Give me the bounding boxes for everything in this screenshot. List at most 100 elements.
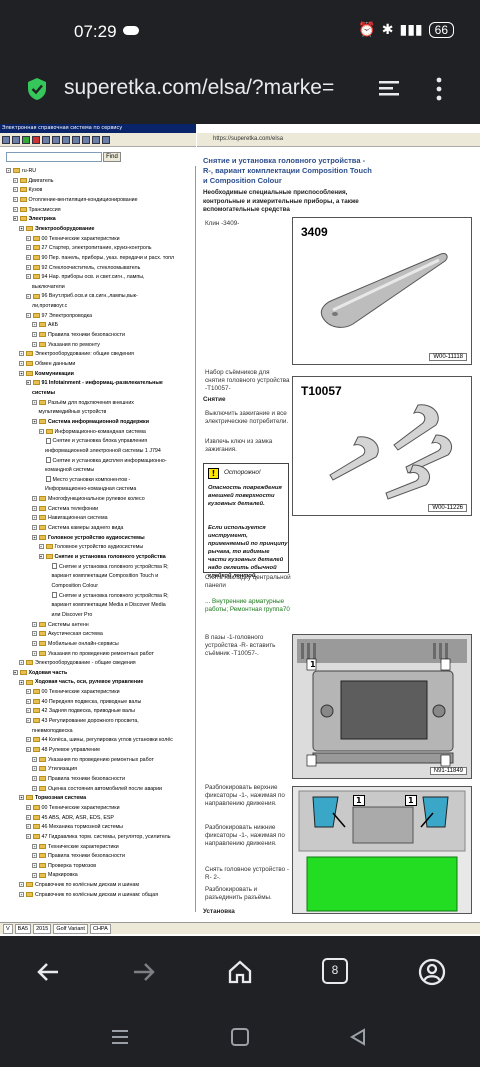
tree-item[interactable]: +Утилизация	[32, 764, 77, 774]
tree-item[interactable]: +Правила техники безопасности	[32, 851, 125, 861]
expand-toggle-icon[interactable]: +	[19, 351, 24, 357]
tree-item[interactable]: вариант комплектации Media и Discover Me…	[52, 600, 166, 610]
tree-item[interactable]: +Указания по проведению ремонтных работ	[32, 649, 154, 659]
tree-item[interactable]: +АКБ	[32, 320, 58, 330]
reader-mode-icon[interactable]	[377, 79, 401, 99]
tree-item[interactable]: +Навигационная система	[32, 513, 108, 523]
expand-toggle-icon[interactable]: +	[25, 708, 31, 714]
expand-toggle-icon[interactable]: +	[32, 418, 37, 424]
tree-item[interactable]: +Ходовая часть	[12, 668, 67, 678]
tree-item[interactable]: мультимедийных устройств	[39, 407, 107, 417]
tree-item[interactable]: +Справочник по колёсным дискам и шинам: …	[19, 890, 158, 900]
tree-item[interactable]: Снятие и установка головного устройства …	[45, 591, 169, 601]
expand-toggle-icon[interactable]: +	[32, 399, 37, 405]
expand-toggle-icon[interactable]: +	[38, 544, 44, 550]
back-triangle-icon[interactable]	[348, 1028, 368, 1046]
toolbar-home-icon[interactable]	[2, 135, 10, 144]
tree-item[interactable]: Снятие и установка головного устройства …	[45, 562, 169, 572]
tree-item[interactable]: +00 Технические характеристики	[25, 687, 120, 697]
tree-item[interactable]: +Указания по ремонту	[32, 340, 100, 350]
toolbar-prev-icon[interactable]	[52, 135, 60, 144]
toolbar-refresh-icon[interactable]	[22, 135, 30, 144]
expand-toggle-icon[interactable]: +	[25, 274, 31, 280]
tree-item[interactable]: +90 Пер. панель, приборы, указ. передачи…	[25, 253, 174, 263]
expand-toggle-icon[interactable]: +	[32, 322, 37, 328]
forward-arrow-icon[interactable]	[130, 958, 158, 986]
expand-toggle-icon[interactable]: +	[25, 833, 31, 839]
expand-toggle-icon[interactable]: +	[25, 747, 31, 753]
tree-item[interactable]: +Головное устройство аудиосистемы	[32, 533, 145, 543]
tree-item[interactable]: Информационно-командная система	[45, 484, 136, 494]
tree-item[interactable]: +Обмен данными	[19, 359, 75, 369]
tree-item[interactable]: +94 Нар. приборы осв. и свет.сигн., ламп…	[25, 272, 144, 282]
tree-item[interactable]: информационной электронной системы 1 J79…	[45, 446, 161, 456]
expand-toggle-icon[interactable]: +	[32, 650, 37, 656]
toolbar-next-icon[interactable]	[62, 135, 70, 144]
tree-item[interactable]: +Технические характеристики	[32, 842, 119, 852]
tree-item[interactable]: +00 Технические характеристики	[25, 234, 120, 244]
account-icon[interactable]	[418, 958, 446, 986]
find-button[interactable]: Find	[103, 152, 121, 162]
expand-toggle-icon[interactable]: +	[32, 496, 37, 502]
tree-item[interactable]: +Маркировка	[32, 870, 78, 880]
expand-toggle-icon[interactable]: +	[32, 505, 37, 511]
expand-toggle-icon[interactable]: +	[12, 187, 18, 193]
tree-item[interactable]: +Система телефонии	[32, 504, 98, 514]
expand-toggle-icon[interactable]: +	[25, 380, 31, 386]
tree-item[interactable]: +Правила техники безопасности	[32, 330, 125, 340]
shield-check-icon[interactable]	[26, 77, 48, 101]
toolbar-first-icon[interactable]	[42, 135, 50, 144]
recents-icon[interactable]	[110, 1028, 130, 1046]
tree-item[interactable]: +Проверка тормозов	[32, 861, 96, 871]
expand-toggle-icon[interactable]: +	[19, 891, 24, 897]
home-button-icon[interactable]	[230, 1028, 250, 1046]
tree-item[interactable]: Место установки компонентов -	[39, 475, 130, 485]
expand-toggle-icon[interactable]: +	[32, 621, 37, 627]
expand-toggle-icon[interactable]: +	[12, 216, 18, 222]
expand-toggle-icon[interactable]: +	[19, 795, 24, 801]
tree-item[interactable]: +Трансмиссия	[12, 205, 61, 215]
tree-item[interactable]: +Указания по проведению ремонтных работ	[32, 755, 154, 765]
tree-item[interactable]: +Электрика	[12, 214, 56, 224]
expand-toggle-icon[interactable]: +	[38, 554, 44, 560]
tree-item[interactable]: +Многофункциональное рулевое колесо	[32, 494, 145, 504]
address-bar[interactable]: superetka.com/elsa/?marke=	[64, 76, 335, 99]
tree-item[interactable]: Снятие и установка блока управления	[39, 436, 147, 446]
expand-toggle-icon[interactable]: +	[25, 293, 31, 299]
toolbar-settings-icon[interactable]	[102, 135, 110, 144]
expand-toggle-icon[interactable]: +	[25, 312, 31, 318]
expand-toggle-icon[interactable]: +	[6, 168, 11, 174]
expand-toggle-icon[interactable]: +	[25, 254, 31, 260]
tree-item[interactable]: +46 Механика тормозной системы	[25, 822, 123, 832]
expand-toggle-icon[interactable]: +	[32, 776, 37, 782]
expand-toggle-icon[interactable]: +	[32, 515, 37, 521]
toolbar-last-icon[interactable]	[72, 135, 80, 144]
tree-item[interactable]: +Электрооборудование: общие сведения	[19, 349, 134, 359]
expand-toggle-icon[interactable]: +	[25, 689, 31, 695]
toolbar-book-icon[interactable]	[92, 135, 100, 144]
tree-item[interactable]: +Электрооборудование	[19, 224, 94, 234]
tree-item[interactable]: +43 Регулирование дорожного просвета,	[25, 716, 139, 726]
expand-toggle-icon[interactable]: +	[25, 814, 31, 820]
tree-item[interactable]: +Информационно-командная система	[38, 427, 146, 437]
tree-item[interactable]: +Акустическая система	[32, 629, 103, 639]
tree-item[interactable]: системы	[32, 388, 55, 398]
tree-item[interactable]: Снятие и установка дисплея информационно…	[39, 456, 167, 466]
toolbar-search-icon[interactable]	[82, 135, 90, 144]
tree-item[interactable]: +48 Рулевое управление	[25, 745, 100, 755]
expand-toggle-icon[interactable]: +	[19, 361, 24, 367]
tree-item[interactable]: +Отопление-вентиляция-кондиционирование	[12, 195, 138, 205]
tree-item[interactable]: ли,противоуг.с	[32, 301, 67, 311]
expand-toggle-icon[interactable]: +	[25, 737, 31, 743]
tree-item[interactable]: +00 Технические характеристики	[25, 803, 120, 813]
tree-item[interactable]: пневмоподвеска	[32, 726, 73, 736]
expand-toggle-icon[interactable]: +	[32, 332, 37, 338]
expand-toggle-icon[interactable]: +	[25, 718, 31, 724]
tree-item[interactable]: +96 Внут.приб.осв.и св.сигн.,лампы,вык-	[25, 291, 138, 301]
expand-toggle-icon[interactable]: +	[25, 264, 31, 270]
tree-item[interactable]: +Мобильные онлайн-сервисы	[32, 639, 119, 649]
tree-item[interactable]: командной системы	[45, 465, 94, 475]
expand-toggle-icon[interactable]: +	[32, 631, 37, 637]
step-3-link[interactable]: ... Внутренние арматурные работы; Ремонт…	[205, 598, 290, 613]
tree-item[interactable]: +Системы антенн	[32, 620, 89, 630]
